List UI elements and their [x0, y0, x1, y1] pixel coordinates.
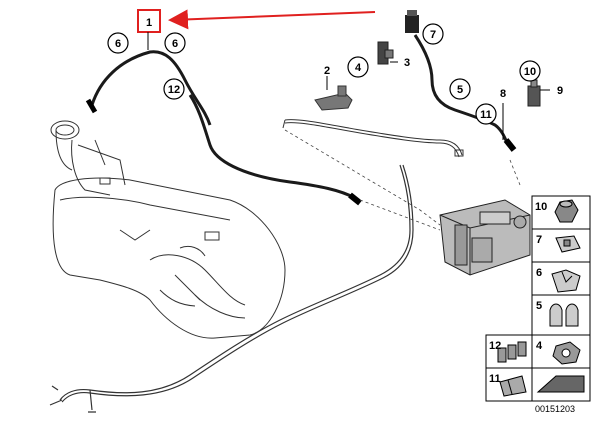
hose-6: [90, 50, 212, 126]
callout-10-text: 10: [524, 66, 536, 78]
callout-2-text: 2: [324, 65, 330, 77]
highlight-box: [137, 9, 161, 33]
connector-7: [405, 15, 419, 33]
callout-5: [449, 78, 471, 100]
legend-part-6-icon: [551, 269, 581, 293]
connector-7-top: [407, 10, 417, 16]
callout-3-text: 3: [404, 57, 410, 69]
callout-6-right: [164, 32, 186, 54]
fuel-line: [49, 164, 414, 413]
callout-4-text: 4: [355, 62, 362, 74]
hose-12-end-fitting: [348, 192, 362, 206]
legend-part-11-icon: [499, 375, 527, 397]
label-leaders: [326, 61, 550, 91]
bracket-2: [314, 85, 353, 111]
valve-unit: [439, 199, 531, 276]
vent-line: [282, 119, 464, 158]
hose-6-end-fitting: [85, 98, 98, 114]
legend-part-4-icon: [552, 341, 581, 365]
diagram-number: 00151203: [535, 404, 575, 414]
callouts: [107, 23, 541, 125]
callout-10: [519, 60, 541, 82]
legend-6-label: 6: [536, 267, 542, 279]
callout-5-text: 5: [457, 84, 463, 96]
callout-4: [347, 56, 369, 78]
legend-part-5-icon: [549, 303, 579, 327]
legend-11-label: 11: [489, 373, 501, 385]
legend-arrow-icon: [536, 375, 585, 393]
dashed-leaders: [284, 129, 521, 231]
legend-7-label: 7: [536, 234, 542, 246]
hose-5: [413, 34, 510, 146]
legend-10-label: 10: [535, 201, 547, 213]
callout-6-left-text: 6: [115, 38, 121, 50]
callout-12-text: 12: [168, 84, 180, 96]
legend-part-10-icon: [554, 199, 579, 223]
callout-6-right-text: 6: [172, 38, 178, 50]
callout-7: [422, 23, 444, 45]
callout-9-text: 9: [557, 85, 563, 97]
callout-11: [475, 103, 497, 125]
hose-12: [188, 94, 356, 200]
legend-5-label: 5: [536, 300, 542, 312]
hose-5-end-fitting: [503, 138, 517, 152]
highlight-arrow: [168, 9, 376, 30]
callout-6-left: [107, 32, 129, 54]
bracket-3: [377, 41, 394, 65]
legend-part-7-icon: [555, 235, 581, 253]
callout-1-text: 1: [146, 17, 152, 29]
callout-12: [163, 78, 185, 100]
callout-8-text: 8: [500, 88, 506, 100]
legend-part-12-icon: [497, 341, 527, 363]
callout-11-text: 11: [480, 109, 492, 121]
legend-12-label: 12: [489, 340, 501, 352]
fuel-tank: [50, 120, 286, 339]
legend-4-label: 4: [536, 340, 543, 352]
sensor-9: [527, 79, 541, 107]
callout-7-text: 7: [430, 29, 436, 41]
